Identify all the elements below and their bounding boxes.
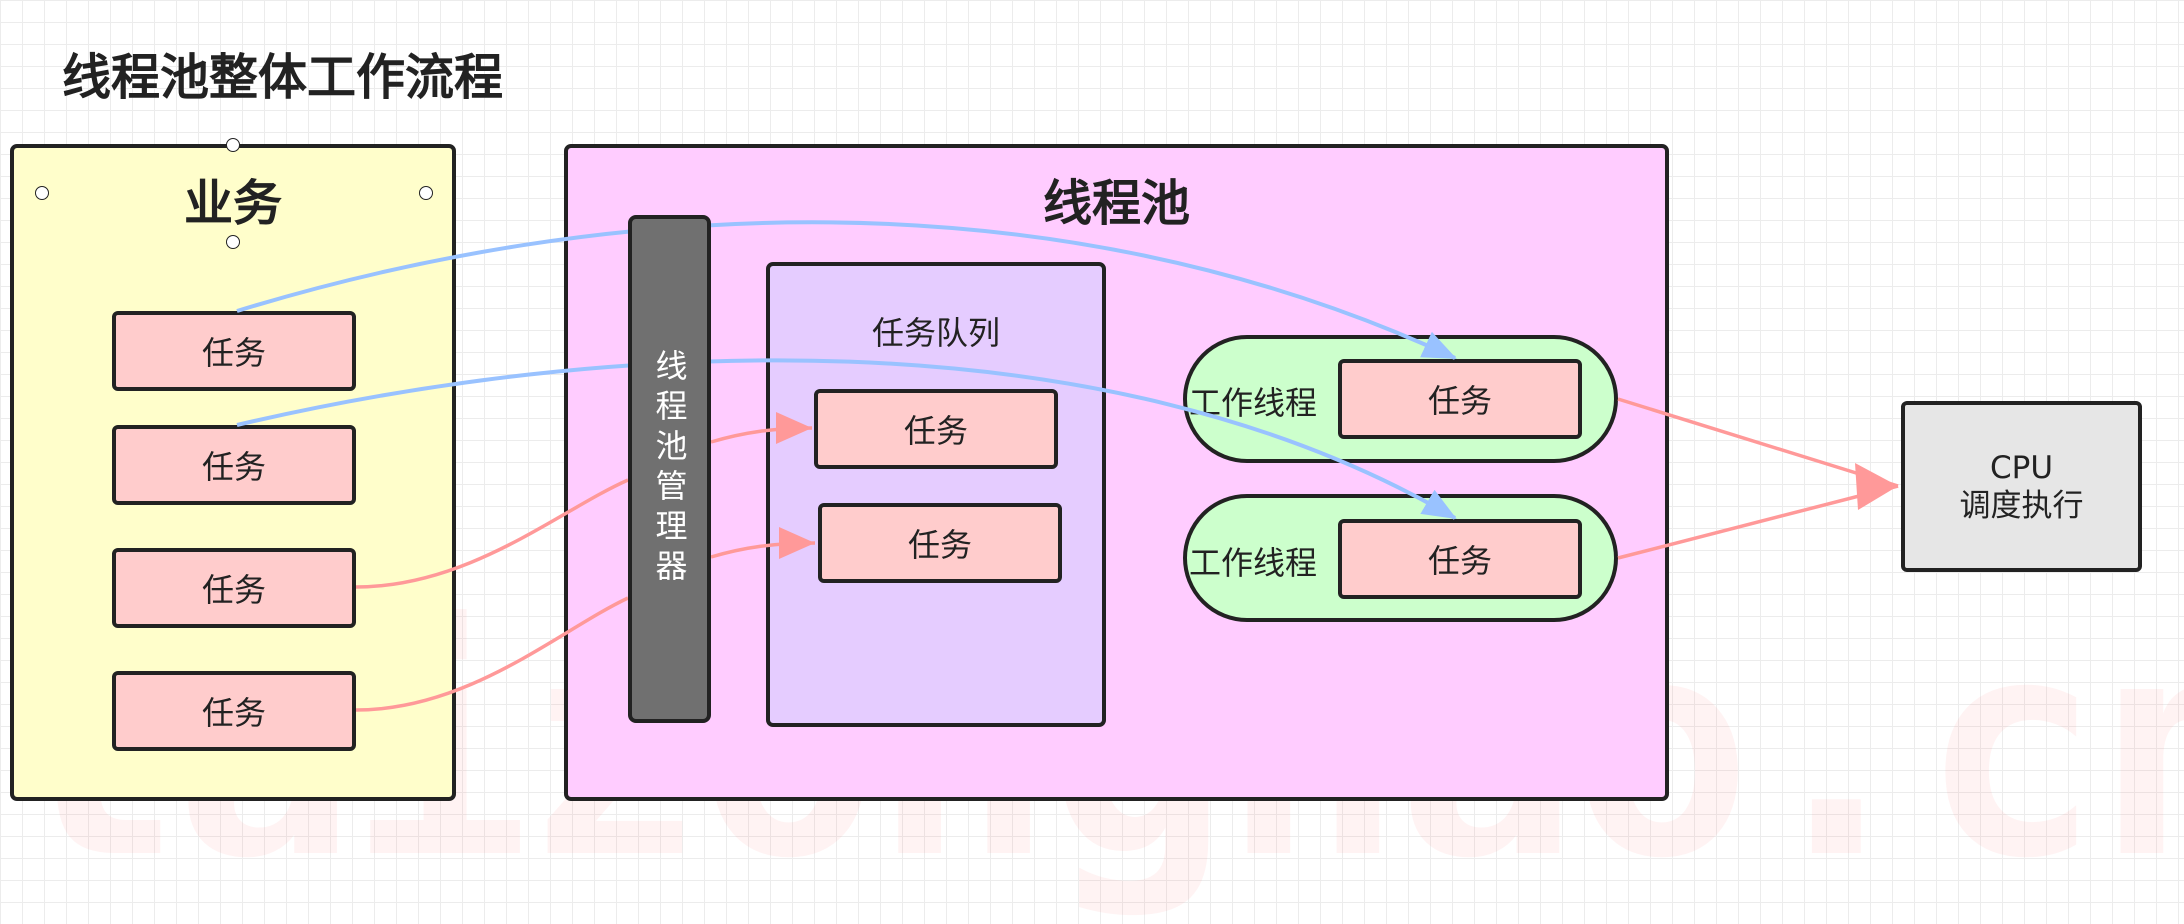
worker-thread-2-task[interactable]: 任务 <box>1338 519 1582 599</box>
cpu-label: CPU <box>1989 449 2054 486</box>
worker-thread-1-task[interactable]: 任务 <box>1338 359 1582 439</box>
selection-handle-top[interactable] <box>226 138 240 152</box>
business-task-4[interactable]: 任务 <box>112 671 356 751</box>
thread-pool-manager[interactable]: 线程池管理器 <box>628 215 711 723</box>
arrow-worker-1-to-cpu <box>1617 397 1899 488</box>
arrow-business-task-4-to-queue <box>355 596 629 712</box>
selection-handle-center[interactable] <box>226 235 240 249</box>
arrow-business-task-2-to-worker-2 <box>236 358 1457 520</box>
task-queue-label: 任务队列 <box>871 314 1000 352</box>
queue-task-1[interactable]: 任务 <box>814 389 1058 469</box>
arrow-business-task-3-to-queue <box>355 478 629 589</box>
arrowhead-cpu <box>1855 463 1898 510</box>
connector-layer <box>236 220 1899 712</box>
cpu-schedule-label: 调度执行 <box>1959 487 2084 524</box>
thread-pool-manager-label: 线程池管理器 <box>650 349 689 589</box>
business-task-3[interactable]: 任务 <box>112 548 356 628</box>
cpu-box[interactable]: CPU 调度执行 <box>1901 401 2142 572</box>
task-queue-container[interactable] <box>766 262 1106 727</box>
diagram-title: 线程池整体工作流程 <box>62 49 504 106</box>
arrow-business-task-1-to-worker-1 <box>236 220 1457 360</box>
worker-thread-2-label: 工作线程 <box>1189 544 1318 582</box>
selection-handle-left[interactable] <box>35 186 49 200</box>
business-task-1[interactable]: 任务 <box>112 311 356 391</box>
selection-handle-right[interactable] <box>419 186 433 200</box>
thread-pool-label: 线程池 <box>1042 175 1190 232</box>
business-task-2[interactable]: 任务 <box>112 425 356 505</box>
arrow-worker-2-to-cpu <box>1617 484 1899 560</box>
arrowhead-queue-task-1 <box>776 412 812 444</box>
thread-pool-container[interactable] <box>564 144 1669 801</box>
business-label: 业务 <box>183 175 282 232</box>
queue-task-2[interactable]: 任务 <box>818 503 1062 583</box>
arrowhead-queue-task-2 <box>779 527 815 559</box>
